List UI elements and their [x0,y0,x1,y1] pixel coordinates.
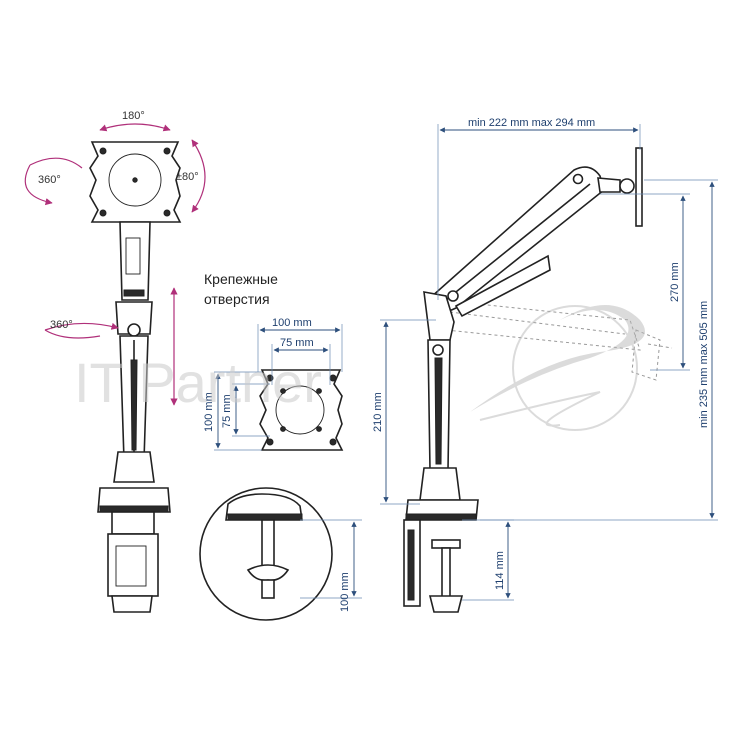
vesa-detail: Крепежные отверстия 100 mm 75 mm 100 mm … [203,271,344,451]
vesa-heading-line1: Крепежные [204,271,278,287]
front-rotation-arrows [24,123,206,406]
watermark-logo [470,305,645,431]
side-monitor-head [597,147,643,227]
arm-travel-label: 270 mm [669,262,681,302]
front-view: 180° 360° ±80° 360° [24,110,206,613]
front-upper-arm [119,221,151,301]
clamp-detail-height: 100 mm [339,572,351,612]
front-clamp [107,511,159,613]
side-pole [419,291,461,501]
vesa-height-100: 100 mm [203,392,215,432]
rotation-label-right-head: ±80° [176,171,199,183]
total-height-label: min 235 mm max 505 mm [698,301,710,428]
pole-height-label: 210 mm [372,392,384,432]
front-pole [113,335,155,483]
side-upper-arm [429,166,605,318]
vesa-width-100: 100 mm [272,317,312,329]
vesa-width-75: 75 mm [280,337,314,349]
clamp-detail: 100 mm [199,487,362,621]
vesa-height-75: 75 mm [221,394,233,428]
rotation-label-top: 180° [122,110,145,122]
front-vesa-plate [89,141,182,223]
clamp-height-label: 114 mm [494,551,506,590]
front-base [97,487,171,513]
rotation-label-left-arm: 360° [50,319,73,331]
vesa-heading-line2: отверстия [204,291,270,307]
watermark: IT Partner [74,305,645,431]
side-dimensions: min 222 mm max 294 mm 270 mm min 235 mm … [372,117,718,601]
side-base-clamp [403,499,479,613]
watermark-text: IT Partner [74,351,322,414]
front-elbow-joint [115,301,153,337]
reach-label: min 222 mm max 294 mm [468,117,595,129]
side-view: min 222 mm max 294 mm 270 mm min 235 mm … [372,117,718,613]
rotation-label-left-head: 360° [38,174,61,186]
